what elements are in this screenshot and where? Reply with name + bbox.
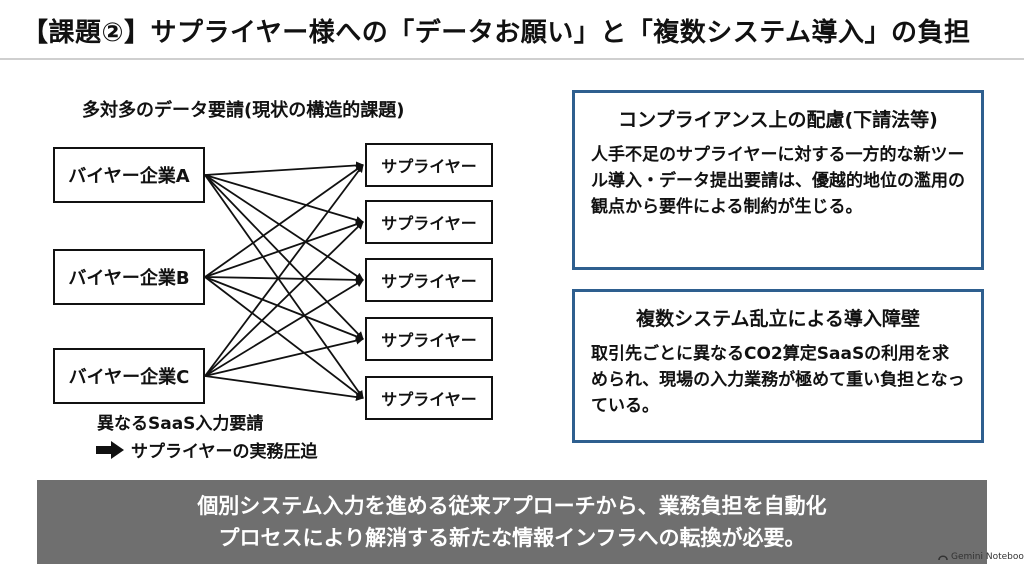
link-buyer2-supplier0 xyxy=(204,164,364,377)
link-buyer2-supplier2 xyxy=(204,279,364,377)
title-divider xyxy=(0,58,1024,60)
supplier-box-1: サプライヤー xyxy=(365,143,493,187)
watermark: Gemini Notebook xyxy=(938,552,1024,562)
slide-title: 【課題②】サプライヤー様への「データお願い」と「複数システム導入」の負担 xyxy=(22,18,971,48)
diagram-title: 多対多のデータ要請(現状の構造的課題) xyxy=(82,100,405,121)
saas-request-note: 異なるSaaS入力要請 xyxy=(97,414,264,434)
link-buyer0-supplier4 xyxy=(204,174,364,399)
supplier-box-3: サプライヤー xyxy=(365,258,493,302)
right-arrow-icon xyxy=(96,440,124,459)
multi-system-body: 取引先ごとに異なるCO2算定SaaSの利用を求められ、現場の入力業務が極めて重い… xyxy=(591,344,965,416)
compliance-panel: コンプライアンス上の配慮(下請法等) 人手不足のサプライヤーに対する一方的な新ツ… xyxy=(572,90,984,270)
multi-system-heading: 複数システム乱立による導入障壁 xyxy=(636,308,920,330)
link-buyer0-supplier2 xyxy=(204,174,364,281)
buyer-box-b: バイヤー企業B xyxy=(53,249,205,305)
banner-line-2: プロセスにより解消する新たな情報インフラへの転換が必要。 xyxy=(218,526,806,550)
link-buyer1-supplier0 xyxy=(204,164,364,278)
link-buyer1-supplier2 xyxy=(204,275,364,284)
multi-system-panel: 複数システム乱立による導入障壁 取引先ごとに異なるCO2算定SaaSの利用を求め… xyxy=(572,289,984,443)
watermark-text: Gemini Notebook xyxy=(951,552,1024,562)
pressure-note: サプライヤーの実務圧迫 xyxy=(95,437,318,462)
link-buyer1-supplier3 xyxy=(204,276,364,341)
compliance-body: 人手不足のサプライヤーに対する一方的な新ツール導入・データ提出要請は、優越的地位… xyxy=(591,145,965,217)
supplier-box-5: サプライヤー xyxy=(365,376,493,420)
buyer-box-a: バイヤー企業A xyxy=(53,147,205,203)
link-buyer2-supplier1 xyxy=(204,221,364,377)
link-buyer2-supplier3 xyxy=(204,336,364,377)
link-buyer0-supplier1 xyxy=(204,174,364,224)
supplier-box-4: サプライヤー xyxy=(365,317,493,361)
link-buyer0-supplier0 xyxy=(204,161,364,176)
link-buyer2-supplier4 xyxy=(204,375,364,401)
compliance-heading: コンプライアンス上の配慮(下請法等) xyxy=(618,109,938,131)
conclusion-banner: 個別システム入力を進める従来アプローチから、業務負担を自動化 プロセスにより解消… xyxy=(37,480,987,564)
link-buyer0-supplier3 xyxy=(204,174,364,340)
link-buyer1-supplier4 xyxy=(204,276,364,399)
buyer-box-c: バイヤー企業C xyxy=(53,348,205,404)
notebook-logo-icon xyxy=(938,555,948,561)
supplier-box-2: サプライヤー xyxy=(365,200,493,244)
banner-line-1: 個別システム入力を進める従来アプローチから、業務負担を自動化 xyxy=(197,494,827,518)
pressure-note-text: サプライヤーの実務圧迫 xyxy=(131,442,318,462)
link-buyer1-supplier1 xyxy=(204,220,364,278)
